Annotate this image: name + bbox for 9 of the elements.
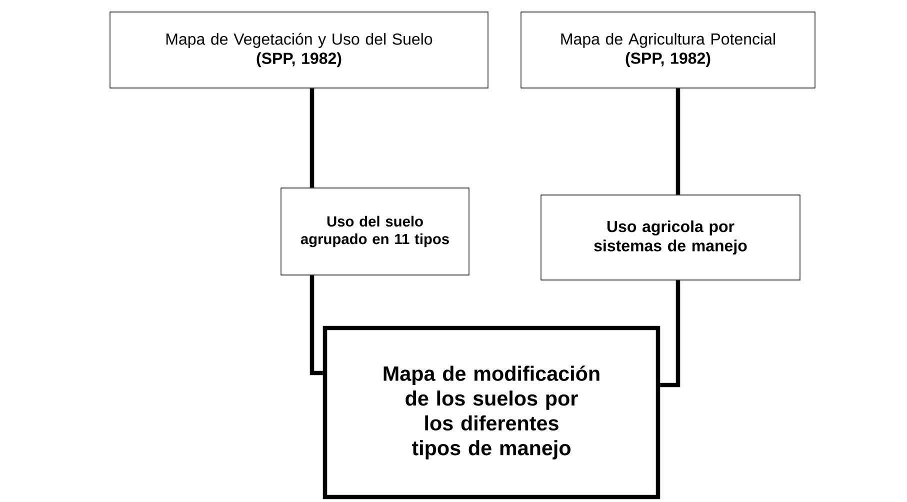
connector-line: [310, 275, 323, 376]
process-box: Uso del suelo agrupado en 11 tipos: [280, 188, 470, 276]
process-box: Uso agricola por sistemas de manejo: [540, 194, 800, 280]
process-box: Mapa de Vegetación y Uso del Suelo (SPP, 1982): [110, 12, 488, 88]
process-box: Mapa de Agricultura Potencial (SPP, 1982): [520, 12, 816, 88]
connector-line: [310, 88, 314, 188]
connector-line: [660, 280, 680, 388]
connector-line: [676, 88, 680, 195]
result-box: Mapa de modificación de los suelos por los diferentes tipos de manejo: [322, 326, 660, 500]
